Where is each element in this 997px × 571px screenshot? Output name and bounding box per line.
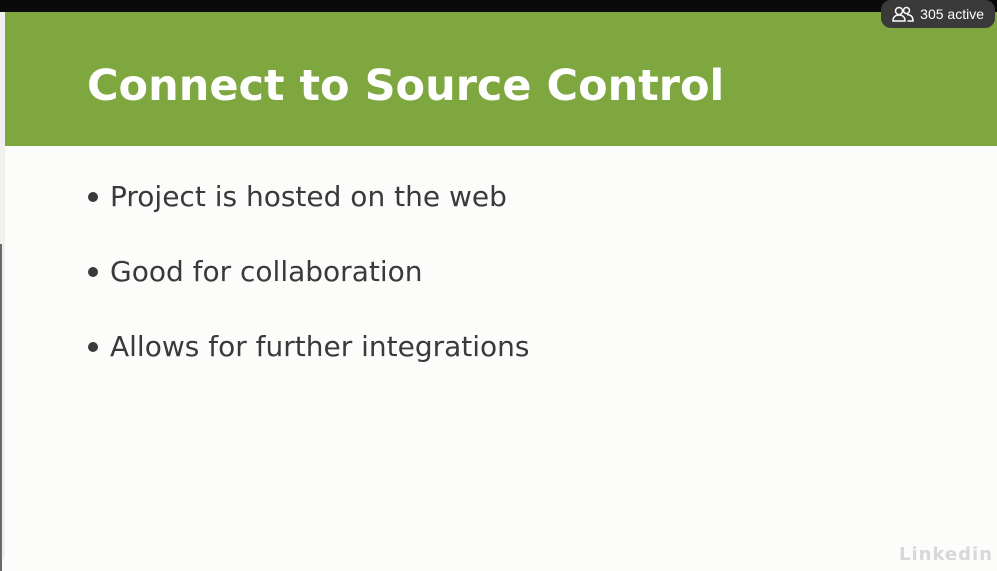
bullet-dot [88, 342, 98, 352]
active-viewers-badge[interactable]: 305 active [881, 0, 995, 28]
bullet-text: Good for collaboration [110, 255, 423, 288]
people-icon [892, 6, 914, 22]
slide-title: Connect to Source Control [87, 61, 725, 111]
left-edge [0, 12, 5, 571]
bullet-text: Allows for further integrations [110, 330, 530, 363]
top-black-bar [0, 0, 997, 12]
title-band [5, 12, 997, 146]
bullet-dot [88, 192, 98, 202]
active-viewers-count: 305 active [920, 6, 984, 22]
bullet-dot [88, 267, 98, 277]
bullet-text: Project is hosted on the web [110, 180, 507, 213]
left-edge-mark [0, 244, 2, 571]
linkedin-watermark: Linkedin [898, 544, 993, 565]
